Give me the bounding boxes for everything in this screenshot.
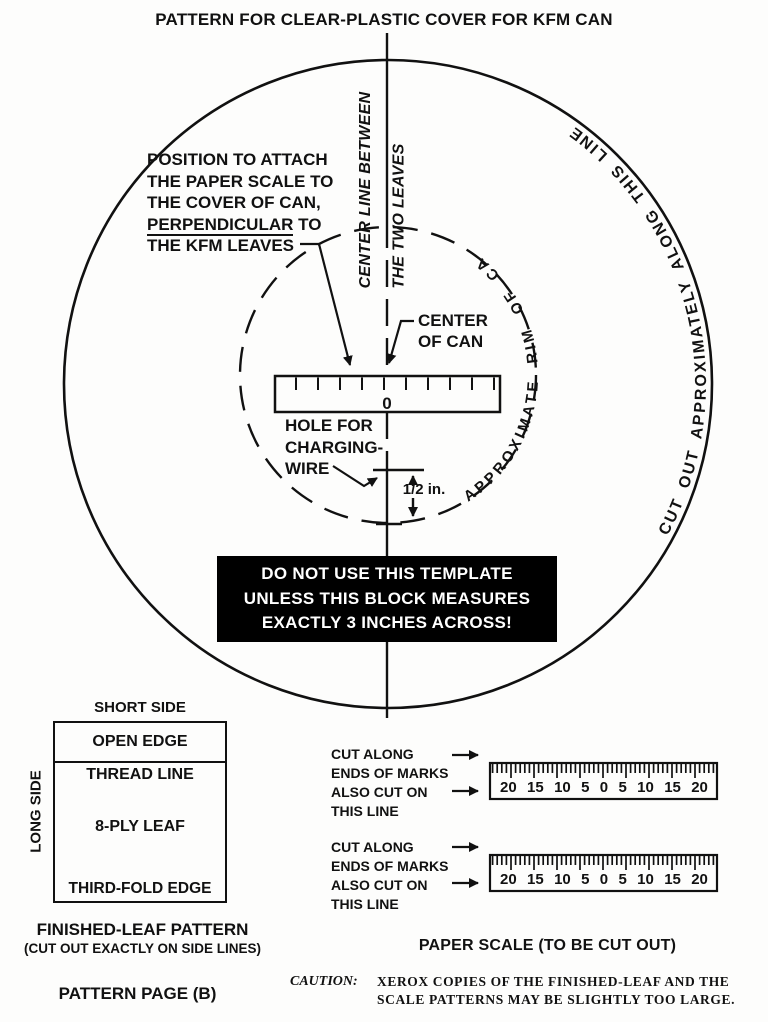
charging-wire-label: HOLE FOR CHARGING- WIRE — [285, 415, 383, 480]
ruler-ticks — [295, 377, 495, 390]
warning-line2: UNLESS THIS BLOCK MEASURES — [243, 588, 531, 608]
center-of-can-line1: CENTER — [418, 311, 488, 330]
s1-n20l: 20 — [500, 779, 517, 796]
s2-n5r: 5 — [618, 871, 627, 888]
s1-n10r: 10 — [637, 779, 654, 796]
short-side-label: SHORT SIDE — [94, 699, 186, 716]
s1-n20r: 20 — [691, 779, 708, 796]
s1-n15l: 15 — [527, 779, 544, 796]
finished-leaf-subtitle: (CUT OUT EXACTLY ON SIDE LINES) — [23, 941, 262, 956]
scale-numbers-2: 20 15 10 5 0 5 10 15 20 — [500, 871, 708, 888]
ruler-zero-label: 0 — [382, 394, 391, 413]
s1-n5r: 5 — [618, 779, 627, 796]
center-line-label-right: THE TWO LEAVES — [390, 143, 408, 289]
instr1-line2: ENDS OF MARKS — [331, 765, 449, 781]
warning-line1: DO NOT USE THIS TEMPLATE — [261, 564, 513, 584]
cut-out-curved-label: CUT OUT APPROXIMATELY ALONG THIS LINE — [566, 122, 710, 538]
caution-text: XEROX COPIES OF THE FINISHED-LEAF AND TH… — [377, 973, 757, 1008]
hole-line1: HOLE FOR — [285, 416, 373, 435]
s2-n5l: 5 — [581, 871, 590, 888]
s2-n15r: 15 — [664, 871, 681, 888]
warning-line3: EXACTLY 3 INCHES ACROSS! — [261, 613, 513, 633]
scale-instructions-2: CUT ALONG ENDS OF MARKS ALSO CUT ON THIS… — [331, 838, 448, 914]
instr2-line2: ENDS OF MARKS — [331, 858, 449, 874]
pattern-page-label: PATTERN PAGE (B) — [58, 984, 217, 1003]
page-title: PATTERN FOR CLEAR-PLASTIC COVER FOR KFM … — [155, 10, 613, 29]
open-edge-section: OPEN EDGE — [55, 723, 225, 763]
s2-n20l: 20 — [500, 871, 517, 888]
s2-n20r: 20 — [691, 871, 708, 888]
s1-n0: 0 — [599, 779, 609, 796]
s2-n15l: 15 — [527, 871, 544, 888]
hole-line3: WIRE — [285, 459, 330, 478]
s2-n10l: 10 — [554, 871, 571, 888]
instr2-line4: THIS LINE — [331, 896, 399, 912]
thread-line-label: THREAD LINE — [86, 766, 194, 783]
scale-instruction-arrows — [452, 750, 479, 888]
center-of-can-label: CENTER OF CAN — [418, 311, 488, 352]
position-leader — [300, 242, 353, 366]
caution-line1: XEROX COPIES OF THE FINISHED-LEAF AND TH… — [377, 974, 730, 989]
paper-scale-caption: PAPER SCALE (TO BE CUT OUT) — [418, 937, 677, 954]
position-note-line3: THE COVER OF CAN, — [147, 193, 321, 213]
instr1-line3: ALSO CUT ON — [331, 784, 428, 800]
s1-n5l: 5 — [581, 779, 590, 796]
half-inch-dimension — [373, 468, 424, 526]
charging-wire-leader — [332, 465, 378, 488]
finished-leaf-box: OPEN EDGE THREAD LINE 8-PLY LEAF THIRD-F… — [53, 721, 227, 903]
position-note-line1: POSITION TO ATTACH — [147, 150, 328, 169]
long-side-label: LONG SIDE — [27, 770, 45, 853]
rim-of-can-dashed-circle — [238, 225, 538, 525]
ply-leaf-label: 8-PLY LEAF — [95, 818, 185, 835]
leader-lines — [300, 242, 414, 488]
scale-instructions-1: CUT ALONG ENDS OF MARKS ALSO CUT ON THIS… — [331, 745, 448, 821]
center-of-can-line2: OF CAN — [418, 331, 484, 351]
hole-line2: CHARGING- — [285, 437, 384, 457]
position-note-line4: PERPENDICULAR TO — [147, 214, 333, 236]
scale-ticks-2 — [491, 856, 715, 870]
third-fold-label: THIRD-FOLD EDGE — [68, 880, 212, 897]
position-note: POSITION TO ATTACH THE PAPER SCALE TO TH… — [147, 149, 333, 257]
instr1-line1: CUT ALONG — [331, 746, 414, 762]
position-note-line2: THE PAPER SCALE TO — [147, 171, 334, 191]
half-inch-label: 1/2 in. — [402, 481, 446, 498]
center-of-can-leader — [386, 319, 414, 364]
s2-n0: 0 — [599, 871, 609, 888]
warning-block: DO NOT USE THIS TEMPLATE UNLESS THIS BLO… — [217, 556, 557, 642]
caution-line2: SCALE PATTERNS MAY BE SLIGHTLY TOO LARGE… — [377, 991, 736, 1007]
caution-label: CAUTION: — [290, 974, 358, 989]
scale-ticks-1 — [491, 764, 715, 778]
perpendicular-underlined: PERPENDICULAR — [147, 214, 294, 236]
finished-leaf-title: FINISHED-LEAF PATTERN — [36, 920, 249, 939]
s1-n15r: 15 — [664, 779, 681, 796]
instr1-line4: THIS LINE — [331, 803, 399, 819]
instr2-line1: CUT ALONG — [331, 839, 414, 855]
attached-ruler — [273, 374, 502, 414]
s2-n10r: 10 — [637, 871, 654, 888]
instr2-line3: ALSO CUT ON — [331, 877, 428, 893]
scale-numbers-1: 20 15 10 5 0 5 10 15 20 — [500, 779, 708, 796]
position-note-line4-rest: TO — [293, 214, 322, 234]
s1-n10l: 10 — [554, 779, 571, 796]
center-line-label-left: CENTER LINE BETWEEN — [357, 91, 374, 289]
position-note-line5: THE KFM LEAVES — [147, 236, 295, 256]
